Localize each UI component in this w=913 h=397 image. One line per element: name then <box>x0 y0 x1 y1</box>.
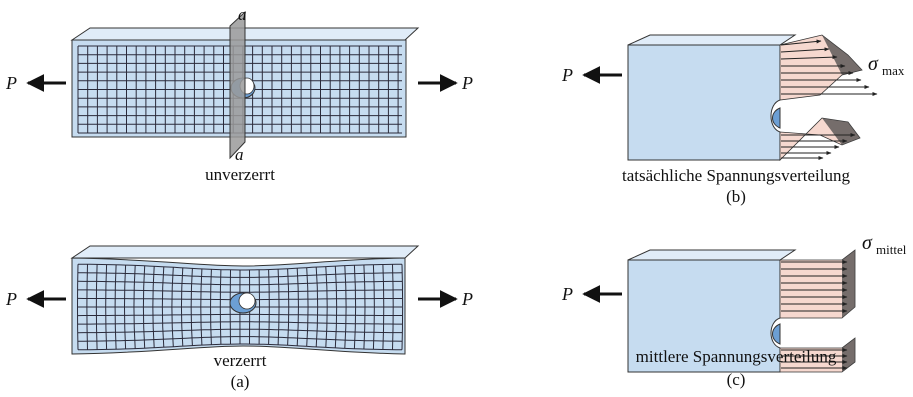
grid-curve-vertical <box>152 266 155 348</box>
section-label-top: a <box>238 5 247 24</box>
sigma-mittel-subscript: mittel <box>876 242 907 257</box>
grid-curve-vertical <box>124 265 127 349</box>
grid-curve-vertical <box>372 264 375 350</box>
panel-a-caption: (a) <box>231 372 250 391</box>
grid-curve-vertical <box>86 264 88 350</box>
hole-b <box>772 107 781 129</box>
grid-curve-vertical <box>142 265 146 349</box>
load-label-left-a: P <box>5 73 17 93</box>
grid-curve-vertical <box>353 265 357 349</box>
grid-curve-vertical <box>363 264 366 350</box>
grid-curve-vertical <box>306 267 309 347</box>
grid-curve-vertical <box>77 264 79 350</box>
grid-curve-vertical <box>287 268 290 346</box>
sigma-mittel-symbol: σ <box>862 232 873 254</box>
stress-end-c-lower <box>842 338 855 372</box>
grid-curve-vertical <box>180 267 184 347</box>
sigma-max-symbol: σ <box>868 53 879 75</box>
stress-arrow <box>780 55 838 60</box>
deformed-plate-group: P P verzerrt (a) <box>5 245 473 391</box>
average-distribution-caption: mittlere Spannungsverteilung <box>636 347 837 366</box>
deformed-plate-top-face <box>70 245 420 259</box>
stress-arrow <box>780 39 822 46</box>
grid-curve-vertical <box>268 269 270 345</box>
actual-distribution-caption: tatsächliche Spannungsverteilung <box>622 166 851 185</box>
grid-curve-vertical <box>171 267 174 347</box>
grid-curve-vertical <box>392 264 394 350</box>
grid-curve-vertical <box>105 264 108 350</box>
grid-curve-vertical <box>95 264 98 350</box>
hole-c <box>772 323 781 345</box>
undeformed-plate-group: a a P P unverzerrt <box>5 5 473 184</box>
grid-curve-vertical <box>161 266 165 348</box>
grid-curve-vertical <box>296 268 299 346</box>
grid-curve-vertical <box>382 264 385 350</box>
grid-curve-vertical <box>277 269 280 345</box>
plate-c-top-face <box>627 249 797 261</box>
stress-arrows-average <box>781 260 848 370</box>
actual-stress-group: P σ max tatsächliche Spannungsverteilung… <box>561 34 905 206</box>
panel-b-caption: (b) <box>726 187 746 206</box>
grid-curve-vertical <box>401 264 404 350</box>
plate-b-front <box>627 44 781 161</box>
grid-curve-vertical <box>344 265 347 349</box>
grid-curve-vertical <box>200 268 203 346</box>
stress-arrow <box>780 47 830 53</box>
load-label-right-a: P <box>461 73 473 93</box>
section-label-bottom: a <box>235 145 244 164</box>
grid-curve-vertical <box>133 265 136 349</box>
grid-curve-vertical <box>210 269 212 345</box>
load-label-c: P <box>561 284 573 304</box>
load-label-right-deformed: P <box>461 289 473 309</box>
grid-curve-vertical <box>334 266 338 348</box>
stress-end-c-upper <box>842 250 855 318</box>
panel-c-caption: (c) <box>727 370 746 389</box>
section-plane <box>229 10 246 160</box>
average-stress-group: P σ mittel mittlere Spannungsverteilung … <box>561 232 907 389</box>
deformed-caption: verzerrt <box>214 351 267 370</box>
stress-peak-b-lower <box>822 118 860 145</box>
deformed-hole-inner <box>238 292 256 310</box>
load-label-b: P <box>561 65 573 85</box>
grid-curve-vertical <box>114 264 117 350</box>
stress-arrows-actual <box>780 39 878 160</box>
grid-curve-vertical <box>219 269 222 345</box>
grid-curve-vertical <box>315 267 319 347</box>
sigma-max-subscript: max <box>882 63 905 78</box>
load-label-left-deformed: P <box>5 289 17 309</box>
stress-peak-b-upper <box>822 35 862 75</box>
undeformed-caption: unverzerrt <box>205 165 275 184</box>
plate-b-top-face <box>627 34 797 46</box>
grid-curve-vertical <box>325 266 328 348</box>
grid-curve-vertical <box>190 268 193 346</box>
